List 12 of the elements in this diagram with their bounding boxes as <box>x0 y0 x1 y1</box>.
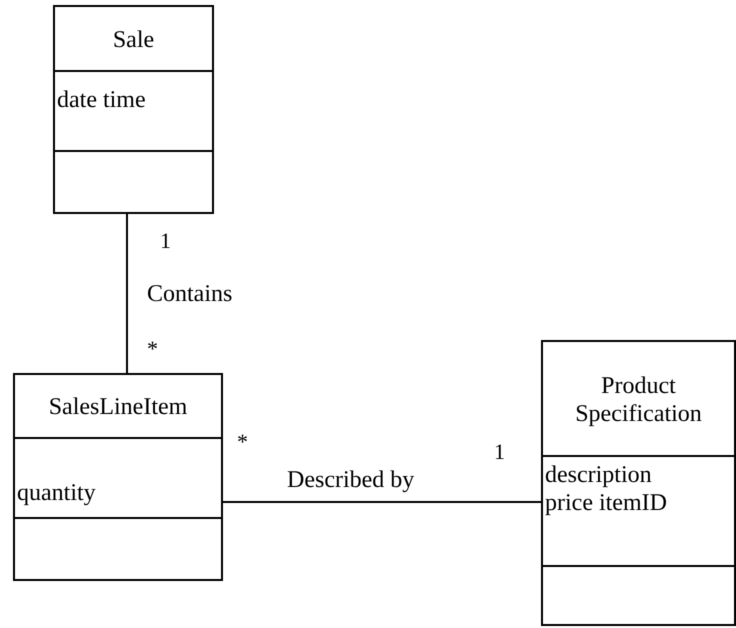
association-line <box>126 214 128 373</box>
class-name: Sale <box>112 26 154 54</box>
class-box <box>13 373 223 581</box>
attribute-list: description price itemID <box>545 461 689 517</box>
attribute-list: date time <box>57 86 201 114</box>
association-label: Described by <box>287 468 414 492</box>
class-name: SalesLineItem <box>48 393 188 421</box>
class-box <box>541 340 736 626</box>
class-box <box>53 5 214 214</box>
attribute-list: quantity <box>17 479 161 507</box>
association-line <box>223 501 541 503</box>
class-name: Product Specification <box>574 372 703 428</box>
